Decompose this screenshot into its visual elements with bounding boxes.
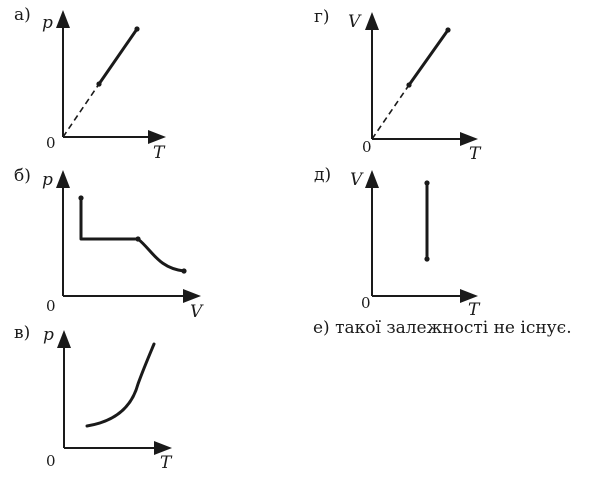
graph-g-plot bbox=[365, 12, 478, 146]
x-axis-label: T bbox=[469, 144, 481, 164]
origin-label: 0 bbox=[46, 134, 56, 152]
process-curve bbox=[85, 342, 156, 428]
y-axis-label: V bbox=[348, 12, 361, 32]
option-e-text: такої залежності не існує. bbox=[335, 318, 572, 338]
option-label: е) bbox=[313, 318, 330, 338]
origin-label: 0 bbox=[46, 297, 56, 315]
x-axis-arrow bbox=[460, 132, 478, 146]
x-axis-arrow bbox=[154, 441, 172, 455]
y-axis-label: V bbox=[350, 170, 363, 190]
process-line bbox=[97, 27, 139, 86]
option-label: в) bbox=[14, 323, 31, 343]
point-3 bbox=[181, 268, 187, 274]
y-axis-arrow bbox=[56, 170, 70, 188]
y-axis-label: p bbox=[43, 325, 54, 345]
x-axis-arrow bbox=[460, 289, 478, 303]
point-bottom bbox=[424, 256, 430, 262]
graph-d: д) V T 0 bbox=[300, 160, 500, 320]
x-axis-arrow bbox=[183, 289, 201, 303]
x-axis-label: V bbox=[190, 302, 203, 322]
option-label: а) bbox=[14, 5, 31, 25]
extrapolation-dashed-line bbox=[62, 83, 100, 138]
point-top bbox=[424, 180, 430, 186]
graph-b: б) p V 0 bbox=[0, 160, 220, 322]
graph-a-plot bbox=[56, 10, 166, 144]
x-axis-label: T bbox=[160, 453, 172, 473]
process-line bbox=[407, 28, 450, 87]
y-axis-arrow bbox=[365, 170, 379, 188]
graph-v: в) p T 0 bbox=[0, 318, 200, 483]
point-start bbox=[96, 81, 102, 87]
option-label: г) bbox=[314, 7, 330, 27]
y-axis-label: p bbox=[42, 170, 53, 190]
x-axis-label: T bbox=[153, 143, 165, 163]
extrapolation-dashed-line bbox=[371, 84, 410, 140]
y-axis-arrow bbox=[56, 10, 70, 28]
x-axis-label: T bbox=[468, 300, 480, 320]
option-label: б) bbox=[14, 166, 31, 186]
process-curve bbox=[79, 196, 186, 273]
option-label: д) bbox=[314, 165, 332, 185]
origin-label: 0 bbox=[361, 294, 371, 312]
point-start bbox=[406, 82, 412, 88]
graph-b-plot bbox=[56, 170, 201, 303]
y-axis-arrow bbox=[365, 12, 379, 30]
y-axis-arrow bbox=[57, 330, 71, 348]
point-1 bbox=[78, 195, 84, 201]
graph-a: а) p T 0 bbox=[0, 0, 200, 165]
y-axis-label: p bbox=[42, 13, 53, 33]
point-end bbox=[134, 26, 140, 32]
graph-v-plot bbox=[57, 330, 172, 455]
point-2 bbox=[135, 236, 141, 242]
graph-d-plot bbox=[365, 170, 478, 303]
origin-label: 0 bbox=[362, 138, 372, 156]
x-axis-arrow bbox=[148, 130, 166, 144]
origin-label: 0 bbox=[46, 452, 56, 470]
option-e: е) такої залежності не існує. bbox=[313, 320, 572, 337]
point-end bbox=[445, 27, 451, 33]
graph-g: г) V T 0 bbox=[300, 0, 500, 165]
